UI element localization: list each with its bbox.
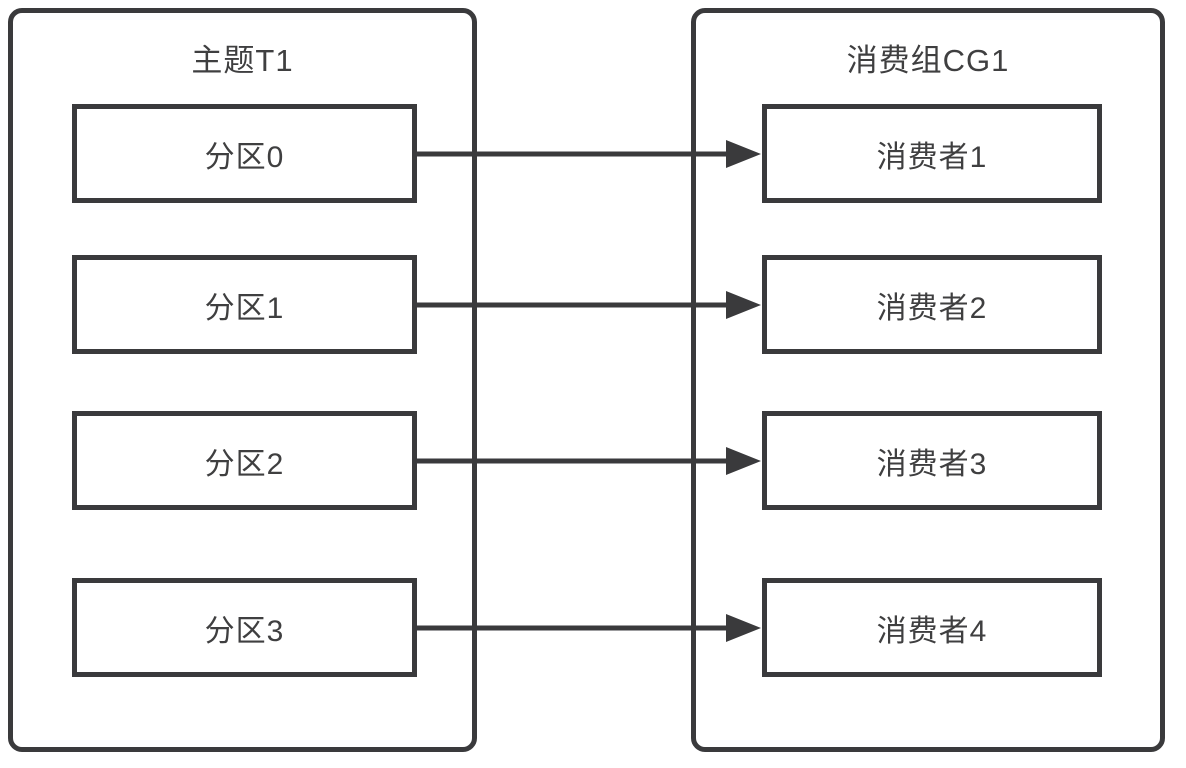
consumer-box-3: 消费者3 (762, 411, 1102, 510)
consumer-group-title: 消费组CG1 (846, 43, 1010, 78)
partition-box-2: 分区2 (72, 411, 417, 510)
topic-container: 主题T1 分区0 分区1 分区2 分区3 (8, 8, 477, 752)
partition-box-1: 分区1 (72, 255, 417, 354)
consumer-box-4: 消费者4 (762, 578, 1102, 677)
consumer-box-1: 消费者1 (762, 104, 1102, 203)
topic-title: 主题T1 (191, 43, 294, 78)
consumer-box-2: 消费者2 (762, 255, 1102, 354)
partition-box-3: 分区3 (72, 578, 417, 677)
partition-box-0: 分区0 (72, 104, 417, 203)
consumer-group-container: 消费组CG1 消费者1 消费者2 消费者3 消费者4 (691, 8, 1165, 752)
